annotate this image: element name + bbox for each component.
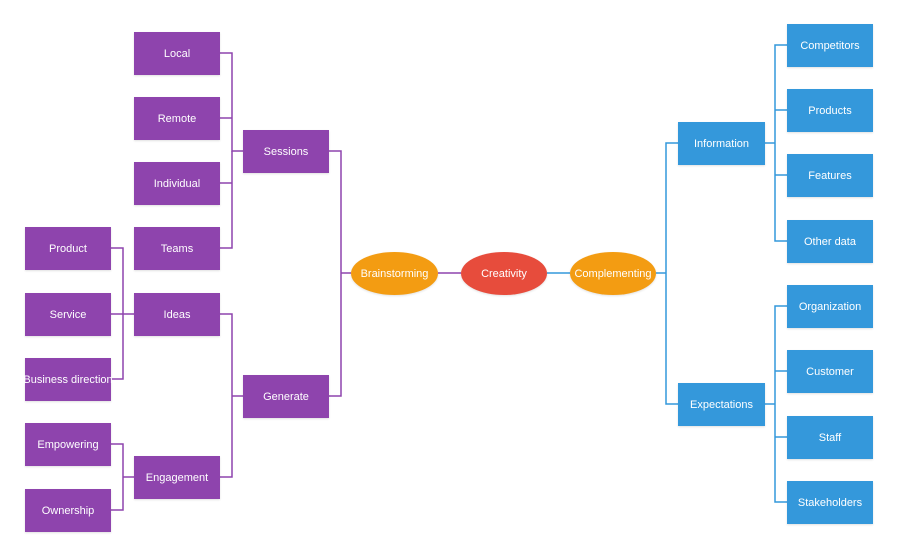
node-organization: Organization <box>787 285 873 328</box>
link-local-sessions <box>220 52 243 152</box>
node-remote: Remote <box>134 97 220 140</box>
node-features: Features <box>787 154 873 197</box>
node-competitors: Competitors <box>787 24 873 67</box>
node-staff: Staff <box>787 416 873 459</box>
node-other-data: Other data <box>787 220 873 263</box>
link-teams-sessions <box>220 151 233 249</box>
node-engagement: Engagement <box>134 456 220 499</box>
node-information: Information <box>678 122 765 165</box>
node-individual: Individual <box>134 162 220 205</box>
link-empowering-engagement <box>111 443 124 511</box>
link-organization-stakeholders <box>774 305 787 503</box>
node-complementing: Complementing <box>570 252 656 295</box>
node-generate: Generate <box>243 375 329 418</box>
node-expectations: Expectations <box>678 383 765 426</box>
node-products: Products <box>787 89 873 132</box>
node-sessions: Sessions <box>243 130 329 173</box>
link-information-expectations <box>665 142 678 405</box>
link-sessions-brainstorming <box>329 150 342 397</box>
node-ideas: Ideas <box>134 293 220 336</box>
node-teams: Teams <box>134 227 220 270</box>
node-creativity: Creativity <box>461 252 547 295</box>
node-ownership: Ownership <box>25 489 111 532</box>
link-competitors-features <box>774 44 787 242</box>
node-customer: Customer <box>787 350 873 393</box>
node-local: Local <box>134 32 220 75</box>
node-brainstorming: Brainstorming <box>351 252 438 295</box>
node-empowering: Empowering <box>25 423 111 466</box>
link-ideas-generate <box>220 313 233 478</box>
node-stakeholders: Stakeholders <box>787 481 873 524</box>
node-product: Product <box>25 227 111 270</box>
node-business-direction: Business direction <box>23 358 113 401</box>
node-service: Service <box>25 293 111 336</box>
